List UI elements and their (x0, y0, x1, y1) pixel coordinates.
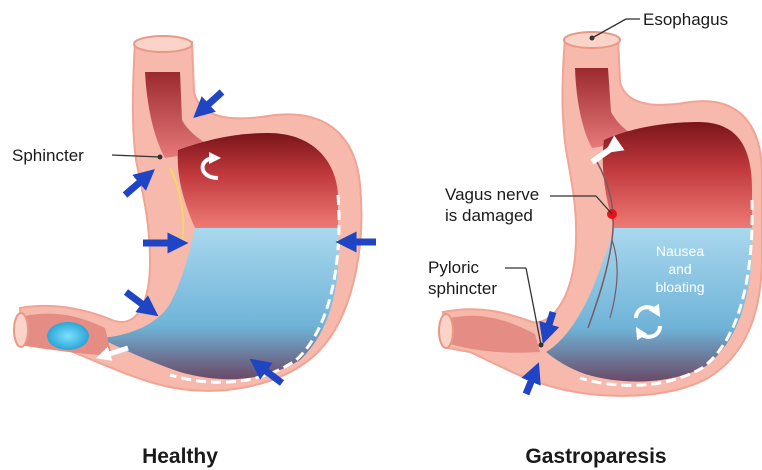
gastroparesis-caption: Gastroparesis (525, 445, 666, 468)
healthy-stomach: Sphincter (12, 36, 376, 391)
nausea-label-line3: bloating (655, 279, 704, 295)
nausea-label-line1: Nausea (656, 243, 704, 259)
esophagus-dot (590, 36, 595, 41)
sphincter-label: Sphincter (12, 146, 84, 165)
nausea-label-line2: and (668, 261, 691, 277)
contraction-arrow-1 (201, 92, 222, 111)
healthy-duodenum-opening (14, 313, 28, 347)
vagus-label-line2: is damaged (445, 206, 533, 225)
pyloric-label-line2: sphincter (428, 279, 497, 298)
healthy-food-bolus (47, 322, 89, 350)
pyloric-dot (539, 343, 544, 348)
esophagus-label: Esophagus (643, 10, 728, 29)
sphincter-dot (158, 155, 163, 160)
gastroparesis-duodenum-opening (439, 314, 453, 348)
healthy-esophagus-opening (134, 36, 192, 52)
healthy-upper-cavity (178, 133, 338, 228)
gastroparesis-upper-cavity (603, 122, 752, 228)
healthy-caption: Healthy (142, 445, 218, 468)
pyloric-label-line1: Pyloric (428, 258, 480, 277)
vagus-label-line1: Vagus nerve (445, 185, 539, 204)
gastroparesis-stomach: Esophagus Vagus nerve is damaged Pyloric… (428, 10, 762, 396)
